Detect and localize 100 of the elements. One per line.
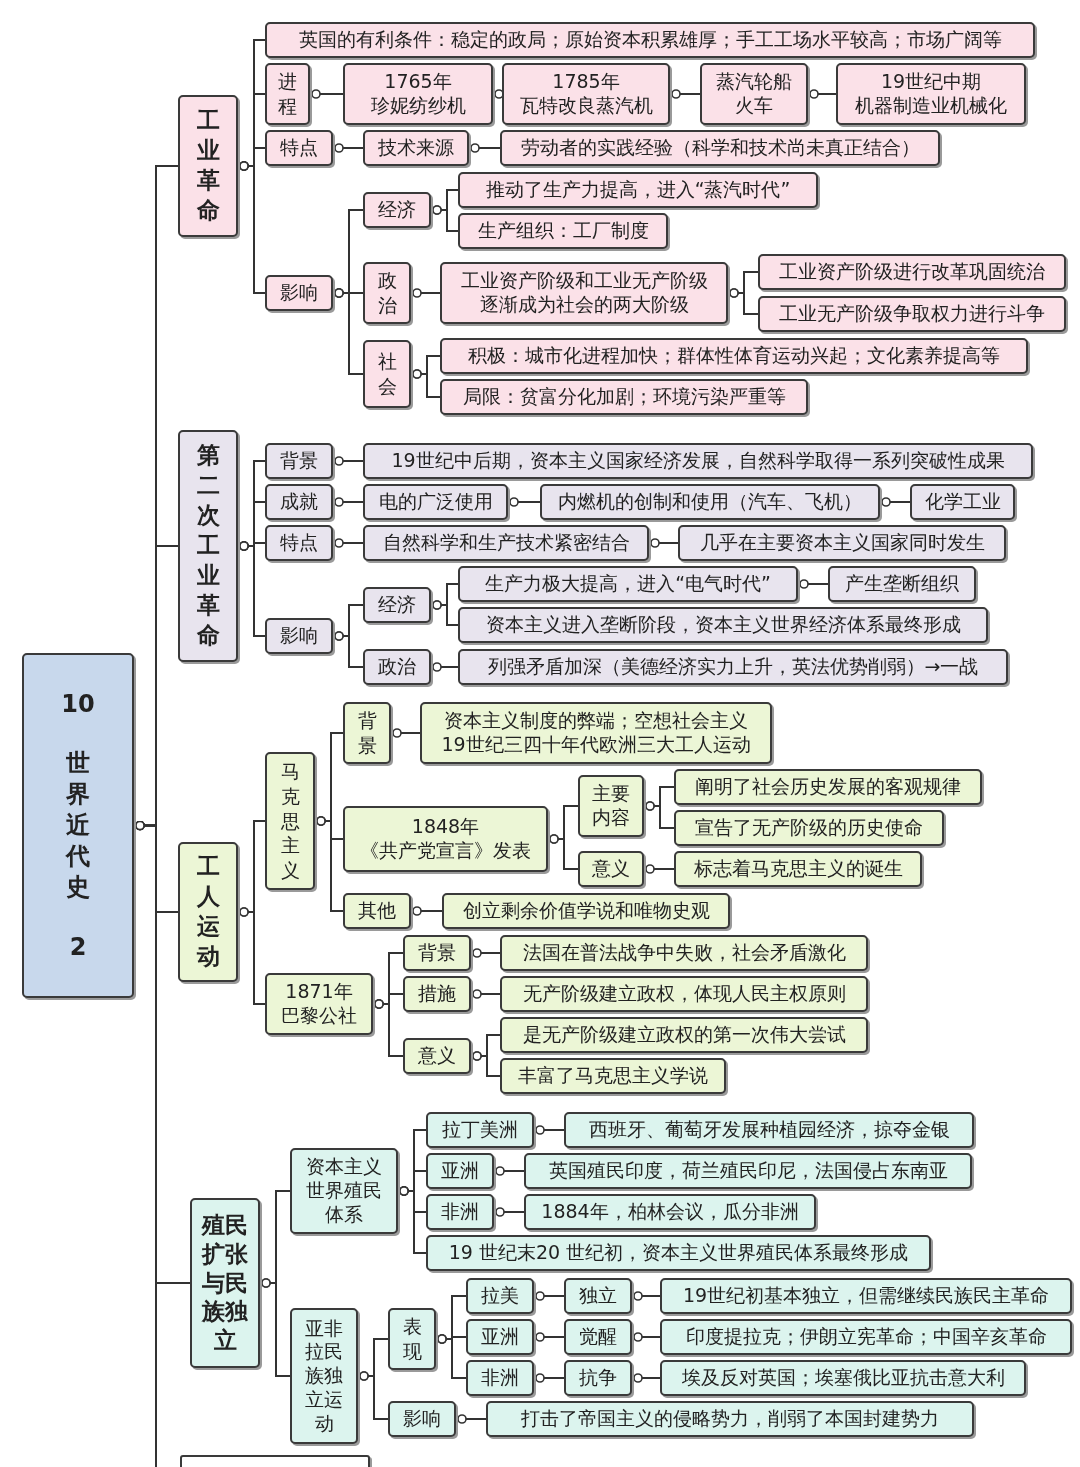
node-box — [678, 525, 1006, 561]
node-text: 资本主义世界殖民体系 — [305, 1155, 383, 1227]
node-box — [343, 893, 411, 929]
node-text: 无产阶级建立政权，体现人民主权原则 — [522, 982, 846, 1006]
connector-line — [332, 456, 364, 466]
title-text: 10 — [61, 689, 95, 720]
node-box — [524, 1194, 816, 1230]
connector-line — [314, 816, 344, 912]
connector-line — [332, 497, 364, 507]
connector-line — [507, 497, 541, 507]
node-box — [265, 618, 333, 654]
node-text: 殖民扩张与民族独立 — [200, 1211, 249, 1355]
connector-line — [237, 907, 266, 1005]
node-text: 电的广泛使用 — [378, 490, 493, 514]
connector-line — [533, 1291, 565, 1301]
node-text: 局限：贫富分化加剧；环境污染严重等 — [462, 385, 786, 409]
node-text: 政治 — [377, 268, 397, 318]
node-box — [265, 752, 315, 890]
node-text: 第二次工业革命 — [196, 441, 220, 650]
connector-line — [533, 1332, 565, 1342]
node-box — [363, 192, 431, 228]
node-box — [836, 63, 1026, 125]
connector-line — [332, 631, 364, 668]
node-box — [758, 296, 1066, 332]
node-box — [466, 1278, 534, 1314]
node-text: 宣告了无产阶级的历史使命 — [695, 816, 923, 840]
node-box — [363, 525, 649, 561]
node-text: 创立剩余价值学说和唯物史观 — [462, 899, 710, 923]
node-text: 阐明了社会历史发展的客观规律 — [695, 775, 961, 799]
connector-line — [493, 1207, 525, 1217]
node-text: 背景 — [357, 708, 377, 758]
connector-line — [237, 161, 266, 294]
node-text: 经济 — [378, 198, 416, 222]
node-box — [403, 1038, 471, 1074]
node-text: 19世纪中期机器制造业机械化 — [855, 70, 1007, 118]
node-text: 19 世纪末20 世纪初，资本主义世界殖民体系最终形成 — [448, 1241, 909, 1265]
node-box — [290, 1148, 398, 1234]
node-text: 几乎在主要资本主义国家同时发生 — [699, 531, 985, 555]
node-text: 拉丁美洲 — [442, 1118, 518, 1142]
node-box — [265, 130, 333, 166]
node-box — [910, 484, 1015, 520]
node-box — [500, 130, 940, 166]
connector-line — [470, 989, 501, 999]
node-text: 资本主义制度的弊端；空想社会主义19世纪三四十年代欧洲三大工人运动 — [441, 709, 751, 757]
node-box — [458, 172, 818, 208]
node-text: 其他 — [358, 899, 396, 923]
connector-line — [259, 1278, 291, 1377]
connector-line — [430, 662, 459, 672]
node-text: 印度提拉克；伊朗立宪革命；中国辛亥革命 — [685, 1325, 1047, 1349]
connector-line — [332, 143, 364, 153]
node-box — [420, 702, 772, 764]
node-box — [343, 806, 548, 872]
topic-box — [178, 430, 238, 662]
node-text: 影响 — [403, 1407, 441, 1431]
node-text: 积极：城市化进程加快；群体性体育运动兴起；文化素养提高等 — [468, 344, 1000, 368]
node-text: 亚洲 — [481, 1325, 519, 1349]
connector-line — [468, 143, 501, 153]
connector-line — [631, 1291, 661, 1301]
title-text: 世界近代史 — [66, 747, 90, 904]
node-text: 拉美 — [481, 1284, 519, 1308]
node-text: 生产组织：工厂制度 — [477, 219, 649, 243]
node-text: 非洲 — [481, 1366, 519, 1390]
node-text: 主要内容 — [591, 782, 631, 830]
node-text: 工业资产阶级进行改革巩固统治 — [779, 260, 1045, 284]
node-text: 背景 — [280, 449, 318, 473]
topic-box — [190, 1198, 260, 1368]
node-box — [828, 566, 976, 602]
node-text: 工人运动 — [196, 852, 220, 971]
connector-line — [470, 948, 501, 958]
node-text: 1765年珍妮纺纱机 — [370, 70, 466, 118]
node-box — [540, 484, 880, 520]
node-box — [265, 22, 1035, 58]
node-text: 进程 — [278, 69, 297, 119]
node-text: 英国的有利条件：稳定的政局；原始资本积累雄厚；手工工场水平较高；市场广阔等 — [298, 28, 1002, 52]
node-box — [265, 63, 310, 125]
node-text: 19世纪中后期，资本主义国家经济发展，自然科学取得一系列突破性成果 — [391, 449, 1005, 473]
node-text: 打击了帝国主义的侵略势力，削弱了本国封建势力 — [521, 1407, 939, 1431]
node-box — [440, 338, 1028, 374]
connector-line — [631, 1373, 661, 1383]
node-text: 内燃机的创制和使用（汽车、飞机） — [558, 490, 862, 514]
node-box — [578, 775, 644, 837]
topic-box — [178, 95, 238, 237]
node-text: 表现 — [402, 1314, 422, 1364]
connector-line — [397, 1186, 427, 1254]
node-text: 独立 — [579, 1284, 617, 1308]
node-text: 列强矛盾加深（美德经济实力上升，英法优势削弱）→一战 — [487, 655, 979, 679]
node-box — [265, 973, 373, 1035]
node-text: 工业革命 — [196, 106, 220, 225]
connector-line — [237, 541, 266, 637]
connector-line — [372, 999, 404, 1057]
node-text: 影响 — [280, 624, 318, 648]
node-box — [363, 130, 469, 166]
node-text: 社会 — [377, 349, 397, 399]
node-box — [674, 810, 944, 846]
node-text: 意义 — [418, 1044, 456, 1068]
node-text: 特点 — [280, 531, 318, 555]
node-text: 成就 — [280, 490, 318, 514]
title-box — [22, 653, 134, 998]
node-box — [363, 443, 1033, 479]
connector-line — [669, 89, 701, 99]
